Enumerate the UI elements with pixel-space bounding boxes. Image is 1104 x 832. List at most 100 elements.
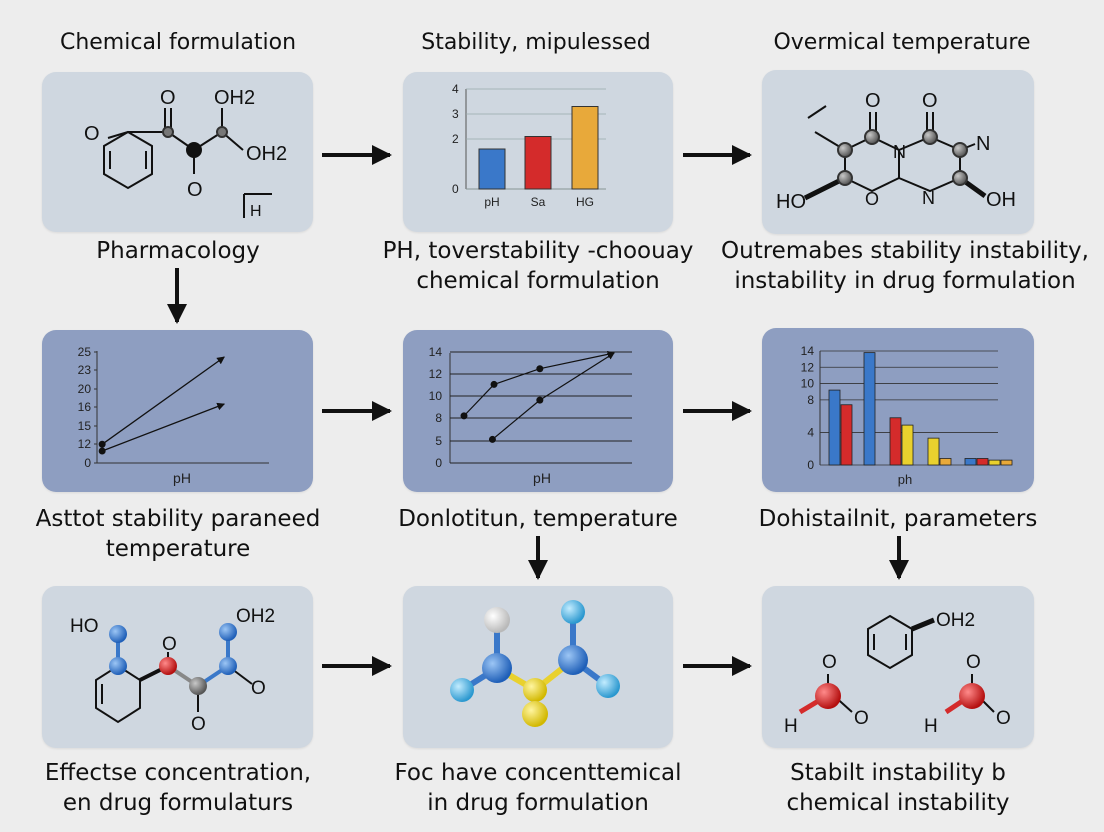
chart-4-bar	[964, 458, 977, 466]
m3-oh: OH	[986, 189, 1016, 211]
panel-r1c1	[42, 72, 313, 232]
m9-h1: H	[784, 716, 798, 737]
chart-1-y-tick: 3	[452, 107, 459, 121]
chart-3-point	[536, 396, 544, 404]
chart-3-y-tick: 14	[429, 345, 443, 359]
chart-3-series-line	[493, 368, 541, 385]
caption-r3c2-line2: in drug formulation	[427, 790, 649, 816]
caption-r1c2-line2: chemical formulation	[416, 268, 660, 294]
m7-ho: HO	[70, 616, 99, 637]
chart-4-bar	[863, 352, 876, 466]
m1-o-left: O	[84, 123, 100, 145]
chart-1-bar	[571, 106, 599, 190]
caption-r2c3: Dohistailnit, parameters	[758, 506, 1038, 532]
chart-4-y-tick: 12	[801, 360, 815, 374]
chart-2-y-tick: 15	[78, 419, 92, 433]
panel-r3c1	[42, 586, 313, 748]
heading-col2: Stability, mipulessed	[421, 30, 651, 55]
chart-2-x-label: pH	[173, 470, 191, 486]
molecule-3	[803, 105, 987, 201]
chart-3-point	[490, 380, 498, 388]
chart-1-y-tick: 2	[452, 132, 459, 146]
chart-1-x-tick: HG	[576, 195, 594, 209]
m9-o4: O	[996, 708, 1011, 729]
chart-2-y-tick: 23	[78, 363, 92, 377]
caption-r1c1: Pharmacology	[96, 238, 260, 264]
chart-2-point	[98, 447, 106, 455]
chart-4-bar	[976, 458, 989, 466]
chart-3-series-line	[539, 352, 615, 401]
heading-col3: Overmical temperature	[773, 30, 1031, 55]
m3-o-mid: O	[865, 189, 879, 209]
chart-4-bar	[988, 459, 1001, 466]
chart-3-y-tick: 10	[429, 389, 443, 403]
caption-r3c1-line2: en drug formulaturs	[62, 790, 294, 816]
molecule-1-labels: O O OH2 OH2 O H	[84, 87, 287, 220]
chart-3-series-line	[492, 399, 541, 440]
m1-o-bottom: O	[187, 179, 203, 201]
chart-1-y-tick: 0	[452, 182, 459, 196]
chart-3-series-line	[463, 384, 495, 417]
chart-1-bar	[524, 136, 552, 190]
chart-2-y-tick: 12	[78, 437, 92, 451]
m3-n-mid: N	[922, 188, 935, 208]
m3-n-top: N	[893, 142, 906, 162]
chart-2-y-tick: 0	[84, 456, 91, 470]
caption-r3c3-line2: chemical instability	[786, 790, 1010, 816]
chart-2-y-tick: 20	[78, 382, 92, 396]
chart-3-point	[488, 435, 496, 443]
chart-4-bar	[939, 458, 952, 466]
m7-o-bottom: O	[191, 714, 206, 735]
m1-h: H	[250, 203, 262, 220]
chart-4-bar	[927, 437, 940, 466]
m9-o1: O	[822, 652, 837, 673]
chart-2-series-line	[101, 356, 225, 445]
chart-2-point	[98, 440, 106, 448]
molecule-9	[798, 614, 995, 715]
caption-r1c3-line1: Outremabes stability instability,	[721, 238, 1089, 264]
chart-4-y-tick: 10	[801, 377, 815, 391]
chart-1-x-tick: pH	[484, 195, 499, 209]
flow-arrows	[167, 145, 909, 676]
chart-1-x-tick: Sa	[531, 195, 546, 209]
m9-oh2: OH2	[936, 610, 975, 631]
chart-4-y-tick: 8	[807, 393, 814, 407]
panel-r2c2	[403, 330, 673, 492]
caption-r2c2: Donlotitun, temperature	[398, 506, 678, 532]
caption-r2c1-line2: temperature	[105, 536, 251, 562]
m9-h2: H	[924, 716, 938, 737]
chart-4-x-label: ph	[898, 472, 912, 487]
chart-1-bar	[478, 148, 506, 190]
m9-o2: O	[854, 708, 869, 729]
m3-ho: HO	[776, 191, 806, 213]
m1-o-top: O	[160, 87, 176, 109]
chart-2-y-tick: 16	[78, 400, 92, 414]
m1-oh2-right: OH2	[246, 143, 287, 165]
caption-r3c1-line1: Effectse concentration,	[44, 760, 312, 786]
chart-1-y-tick: 4	[452, 82, 459, 96]
caption-r3c2-line1: Foc have concenttemical	[394, 760, 682, 786]
chart-3-point	[460, 412, 468, 420]
caption-r1c3-line2: instability in drug formulation	[734, 268, 1076, 294]
m3-o1: O	[865, 90, 881, 112]
chart-3-y-tick: 12	[429, 367, 443, 381]
chart-3-y-tick: 0	[435, 456, 442, 470]
chart-3-y-tick: 5	[435, 434, 442, 448]
panel-r2c1	[42, 330, 313, 492]
caption-r1c2-line1: PH, toverstability -choouay	[382, 238, 694, 264]
molecule-1	[103, 108, 272, 218]
chart-4-y-tick: 14	[801, 344, 815, 358]
panel-r3c3	[762, 586, 1034, 748]
heading-col1: Chemical formulation	[59, 30, 297, 55]
m7-o-right: O	[251, 678, 266, 699]
m1-oh2-top: OH2	[214, 87, 255, 109]
chart-1-bar: 0 2 3 4 pH Sa HG	[452, 82, 606, 209]
chart-4-bar	[1000, 459, 1013, 466]
chart-4-y-tick: 0	[807, 458, 814, 472]
molecule-7-labels: HO OH2 O O O	[70, 606, 275, 735]
